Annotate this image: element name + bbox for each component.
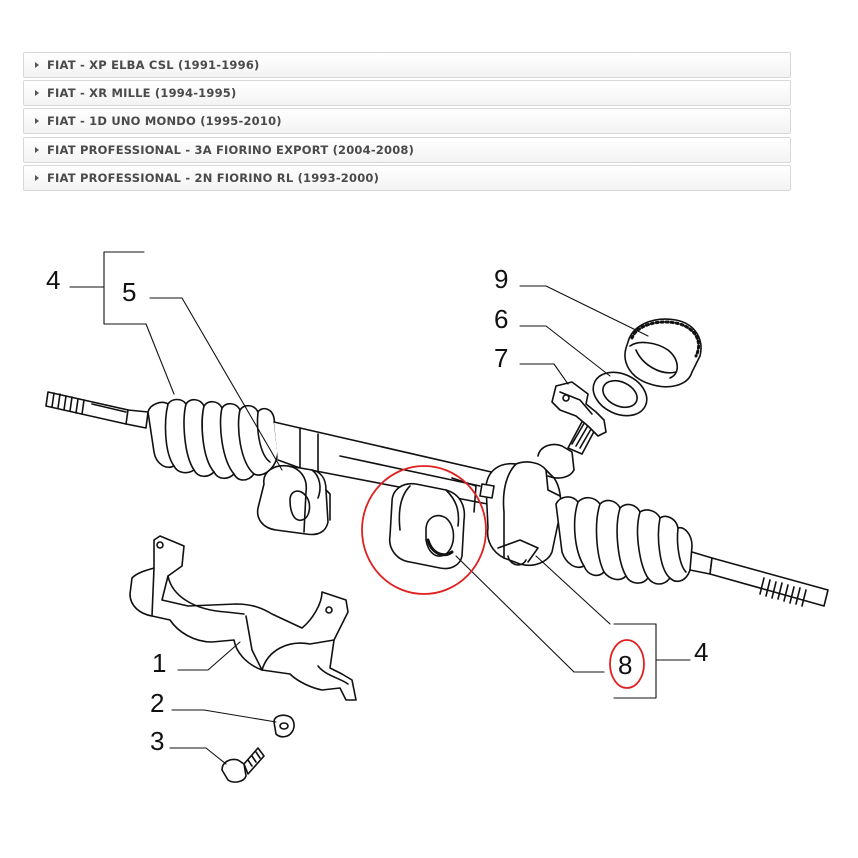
mounting-bracket-part-1 (129, 535, 357, 701)
left-bushing (256, 464, 331, 536)
vehicle-item-xp-elba[interactable]: FIAT - XP ELBA CSL (1991-1996) (23, 52, 791, 78)
vehicle-item-label: FIAT - XP ELBA CSL (1991-1996) (47, 58, 260, 72)
leader-lines (69, 251, 691, 765)
callout-9: 9 (494, 264, 508, 294)
foam-ring-part-9 (624, 318, 702, 388)
callout-8: 8 (618, 650, 632, 680)
callout-6: 6 (494, 304, 508, 334)
callout-5: 5 (122, 277, 136, 307)
caret-right-icon (35, 90, 39, 97)
left-tie-rod (45, 391, 149, 429)
washer-ring-part-6 (592, 371, 648, 417)
nut-part-2 (273, 714, 295, 738)
highlight-circle-callout-8 (609, 639, 645, 689)
vehicle-item-xr-mille[interactable]: FIAT - XR MILLE (1994-1995) (23, 80, 791, 107)
callout-4-right: 4 (694, 637, 708, 667)
vehicle-item-fiorino-export[interactable]: FIAT PROFESSIONAL - 3A FIORINO EXPORT (2… (23, 136, 791, 163)
bolt-part-3 (221, 747, 265, 783)
highlight-circle-center-bushing (361, 465, 487, 595)
right-tie-rod (689, 551, 829, 607)
callout-2: 2 (150, 688, 164, 718)
caret-right-icon (35, 62, 39, 68)
right-bellows-boot (555, 496, 693, 585)
vehicle-item-label: FIAT - XR MILLE (1994-1995) (47, 86, 237, 101)
vehicle-accordion: FIAT - XP ELBA CSL (1991-1996) FIAT - XR… (23, 52, 791, 193)
caret-right-icon (35, 174, 39, 181)
left-bellows-boot (147, 398, 279, 481)
vehicle-item-label: FIAT PROFESSIONAL - 3A FIORINO EXPORT (2… (47, 142, 415, 157)
clip-part-7 (551, 381, 607, 437)
highlight-annotations (361, 465, 645, 689)
caret-right-icon (35, 118, 39, 125)
callout-4-left: 4 (46, 265, 60, 295)
center-bushing (388, 477, 477, 570)
callout-1: 1 (152, 648, 166, 678)
vehicle-item-fiorino-rl[interactable]: FIAT PROFESSIONAL - 2N FIORINO RL (1993-… (23, 164, 791, 191)
vehicle-item-label: FIAT - 1D UNO MONDO (1995-2010) (47, 114, 282, 129)
callout-labels: 4 5 9 6 7 1 2 3 8 4 (46, 264, 708, 756)
caret-right-icon (35, 146, 39, 153)
callout-7: 7 (494, 343, 508, 373)
vehicle-item-label: FIAT PROFESSIONAL - 2N FIORINO RL (1993-… (47, 170, 380, 185)
vehicle-item-uno-mondo[interactable]: FIAT - 1D UNO MONDO (1995-2010) (23, 108, 791, 135)
callout-3: 3 (150, 726, 164, 756)
